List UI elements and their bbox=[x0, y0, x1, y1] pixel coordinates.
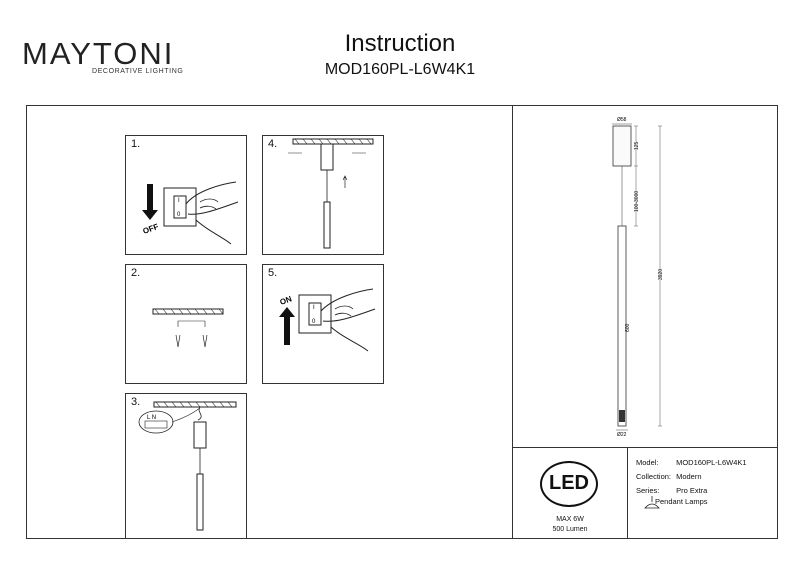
drill-holes-illustration bbox=[152, 308, 224, 348]
terminal-labels: L N bbox=[147, 415, 156, 421]
dim-canopy: 125 bbox=[634, 141, 640, 150]
dim-cable: 100-3000 bbox=[634, 191, 640, 212]
pendant-lamp-icon bbox=[644, 496, 660, 509]
model-heading: MOD160PL-L6W4K1 bbox=[324, 61, 476, 78]
info-vertical-divider bbox=[627, 447, 628, 539]
collection-label: Collection: bbox=[636, 472, 672, 481]
info-divider bbox=[512, 447, 778, 448]
dim-bottom: Ø22 bbox=[617, 432, 627, 438]
info-collection-row: Collection: Modern bbox=[636, 472, 702, 481]
lamp-type: Pendant Lamps bbox=[655, 497, 708, 506]
content-frame bbox=[26, 105, 778, 539]
dim-top: Ø58 bbox=[617, 117, 627, 123]
vertical-divider bbox=[512, 105, 513, 539]
switch-on-illustration: I 0 ON bbox=[279, 288, 376, 352]
step-number: 4. bbox=[268, 138, 278, 150]
off-label: OFF bbox=[142, 222, 160, 236]
step-3-panel: 3. L N bbox=[125, 393, 247, 539]
step-number: 5. bbox=[268, 267, 278, 279]
model-label: Model: bbox=[636, 458, 659, 467]
info-series-row: Series: Pro Extra bbox=[636, 486, 707, 495]
switch-mark-one: I bbox=[178, 198, 180, 204]
step-4-panel: 4. bbox=[262, 135, 384, 255]
series-label: Series: bbox=[636, 486, 660, 495]
step-1-panel: 1. I 0 OFF bbox=[125, 135, 247, 255]
hang-lamp-illustration bbox=[288, 138, 374, 249]
dim-total: 3920 bbox=[658, 269, 664, 280]
switch-mark-one: I bbox=[313, 305, 315, 311]
switch-mark-zero: 0 bbox=[177, 212, 181, 218]
wiring-illustration: L N bbox=[138, 401, 237, 531]
step-number: 3. bbox=[131, 396, 141, 408]
brand-logo: MAYTONI bbox=[22, 36, 175, 71]
switch-off-illustration: I 0 OFF bbox=[142, 181, 239, 245]
step-number: 1. bbox=[131, 138, 141, 150]
dim-tube: 600 bbox=[625, 323, 631, 332]
power-rating: MAX 6W bbox=[556, 516, 584, 523]
technical-drawing: Ø58 125 100-3000 3920 600 Ø22 bbox=[612, 117, 664, 438]
switch-mark-zero: 0 bbox=[312, 319, 316, 325]
on-label: ON bbox=[279, 294, 294, 307]
info-model-row: Model: MOD160PL-L6W4K1 bbox=[636, 458, 747, 467]
brand-tagline: DECORATIVE LIGHTING bbox=[92, 68, 184, 75]
step-2-panel: 2. bbox=[125, 264, 247, 384]
page-title: Instruction bbox=[344, 30, 456, 57]
model-value: MOD160PL-L6W4K1 bbox=[676, 458, 747, 467]
lumen-rating: 500 Lumen bbox=[552, 526, 588, 533]
led-icon: LED bbox=[540, 461, 598, 507]
collection-value: Modern bbox=[676, 472, 702, 481]
step-number: 2. bbox=[131, 267, 141, 279]
series-value: Pro Extra bbox=[676, 486, 708, 495]
step-5-panel: 5. I 0 ON bbox=[262, 264, 384, 384]
